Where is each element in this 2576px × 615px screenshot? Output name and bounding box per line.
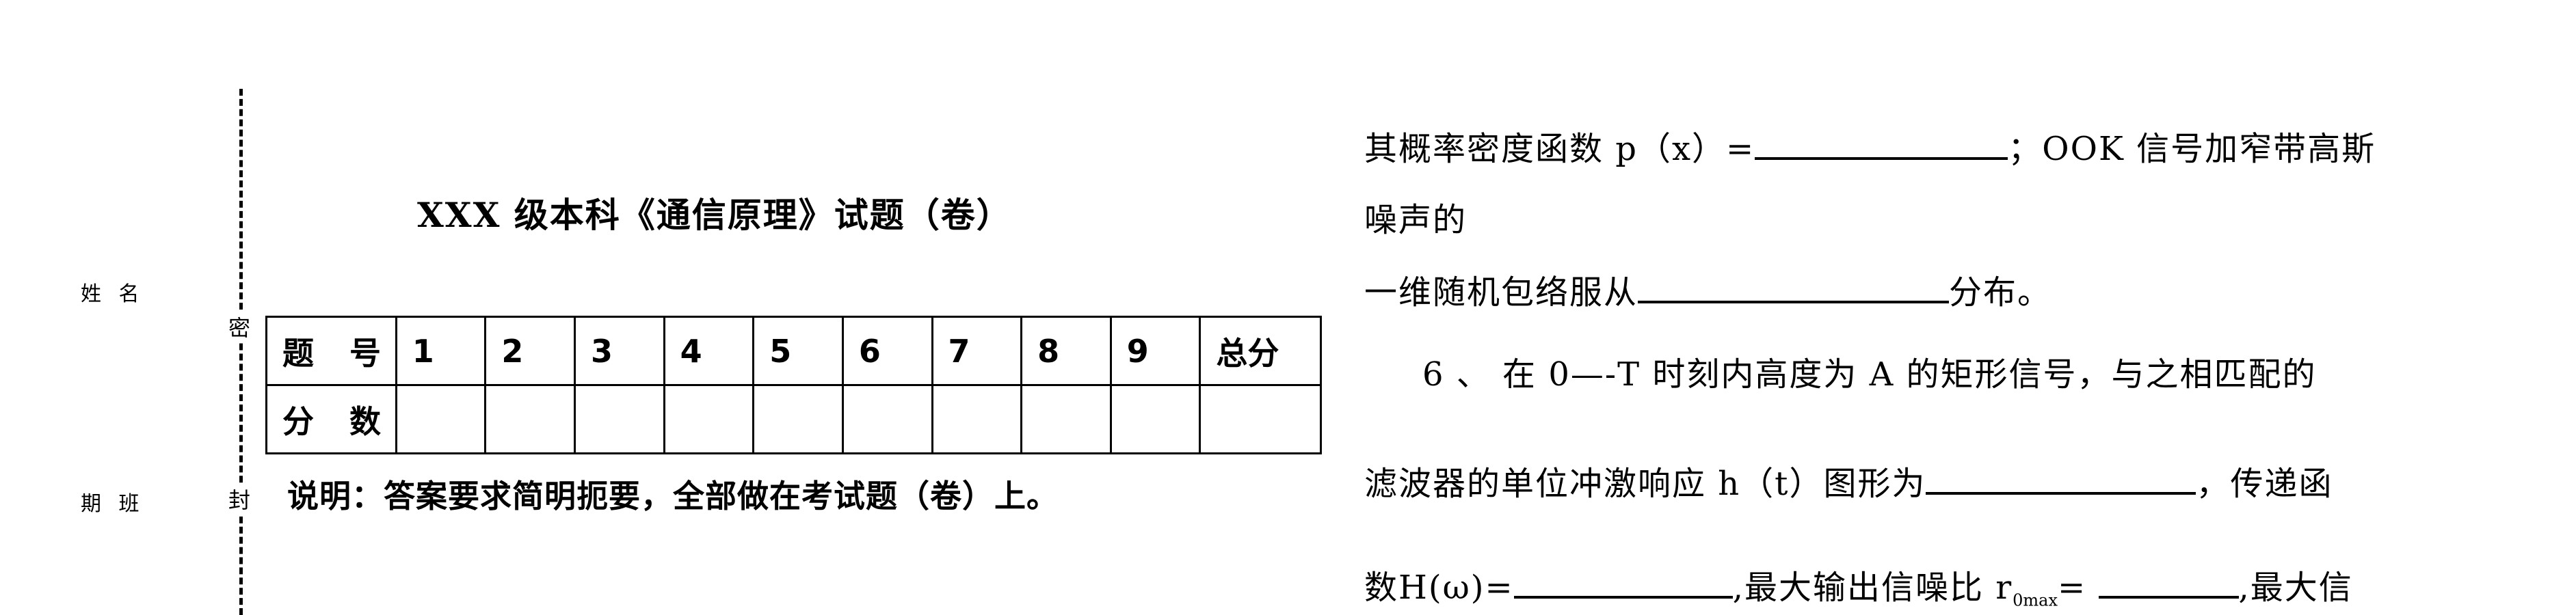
answer-blank bbox=[1755, 130, 2008, 160]
question-text: ；OOK 信号加窄带高斯 bbox=[2008, 130, 2376, 168]
score-table: 题 号 1 2 3 4 5 6 7 8 9 总分 分 数 bbox=[265, 316, 1322, 454]
score-cell bbox=[931, 384, 1023, 454]
answer-blank bbox=[1926, 465, 2196, 495]
question-line: 一维随机包络服从 分布。 bbox=[1364, 265, 2051, 313]
score-cell bbox=[395, 384, 487, 454]
subscript: 0max bbox=[2013, 590, 2058, 610]
question-text: 滤波器的单位冲激响应 h（t）图形为 bbox=[1364, 465, 1926, 503]
question-number-cell: 9 bbox=[1109, 316, 1201, 386]
question-text: ，传递函 bbox=[2196, 465, 2333, 503]
question-number-cell: 6 bbox=[841, 316, 933, 386]
question-6-line: 滤波器的单位冲激响应 h（t）图形为 ，传递函 bbox=[1364, 456, 2333, 504]
question-text: ,最大信 bbox=[2238, 569, 2353, 607]
score-cell bbox=[574, 384, 665, 454]
question-6-line: 数H(ω)= ,最大输出信噪比 r0max= ,最大信 bbox=[1364, 560, 2353, 610]
name-label: 姓 名 bbox=[81, 282, 145, 306]
question-6-line: 6 、 在 0—-T 时刻内高度为 A 的矩形信号，与之相匹配的 bbox=[1422, 355, 2317, 394]
question-text: = bbox=[2058, 569, 2087, 607]
score-cell bbox=[1109, 384, 1201, 454]
score-row-header: 分 数 bbox=[265, 384, 397, 454]
question-text: 其概率密度函数 p（x）= bbox=[1364, 130, 1755, 168]
instructions-note: 说明：答案要求简明扼要，全部做在考试题（卷）上。 bbox=[287, 478, 1059, 515]
question-number-cell: 8 bbox=[1020, 316, 1112, 386]
score-cell bbox=[841, 384, 933, 454]
question-line: 其概率密度函数 p（x）= ；OOK 信号加窄带高斯 bbox=[1364, 122, 2376, 169]
answer-blank bbox=[2098, 569, 2239, 599]
total-score-cell bbox=[1199, 384, 1322, 454]
score-cell bbox=[663, 384, 755, 454]
question-number-cell: 1 bbox=[395, 316, 487, 386]
class-label: 期 班 bbox=[81, 492, 145, 516]
question-number-row: 题 号 1 2 3 4 5 6 7 8 9 总分 bbox=[265, 316, 1322, 386]
score-cell bbox=[484, 384, 576, 454]
answer-blank bbox=[1638, 273, 1950, 303]
question-number-header: 题 号 bbox=[265, 316, 397, 386]
binding-dashed-line bbox=[239, 89, 243, 615]
score-cell bbox=[1020, 384, 1112, 454]
question-number-cell: 7 bbox=[931, 316, 1023, 386]
question-line: 噪声的 bbox=[1364, 201, 1468, 239]
question-number-cell: 5 bbox=[752, 316, 844, 386]
total-score-header: 总分 bbox=[1199, 316, 1322, 386]
exam-title: XXX 级本科《通信原理》试题（卷） bbox=[417, 195, 1012, 235]
seal-char-feng: 封 bbox=[228, 483, 251, 515]
question-number-cell: 3 bbox=[574, 316, 665, 386]
question-text: 数H(ω)= bbox=[1364, 569, 1514, 607]
question-number-cell: 2 bbox=[484, 316, 576, 386]
question-text: 一维随机包络服从 bbox=[1364, 273, 1638, 312]
seal-char-mi: 密 bbox=[228, 311, 251, 342]
question-text: 分布。 bbox=[1949, 273, 2052, 312]
answer-blank bbox=[1513, 569, 1733, 599]
score-row: 分 数 bbox=[265, 384, 1322, 454]
score-cell bbox=[752, 384, 844, 454]
question-text: ,最大输出信噪比 r bbox=[1732, 569, 2013, 607]
question-number-cell: 4 bbox=[663, 316, 755, 386]
